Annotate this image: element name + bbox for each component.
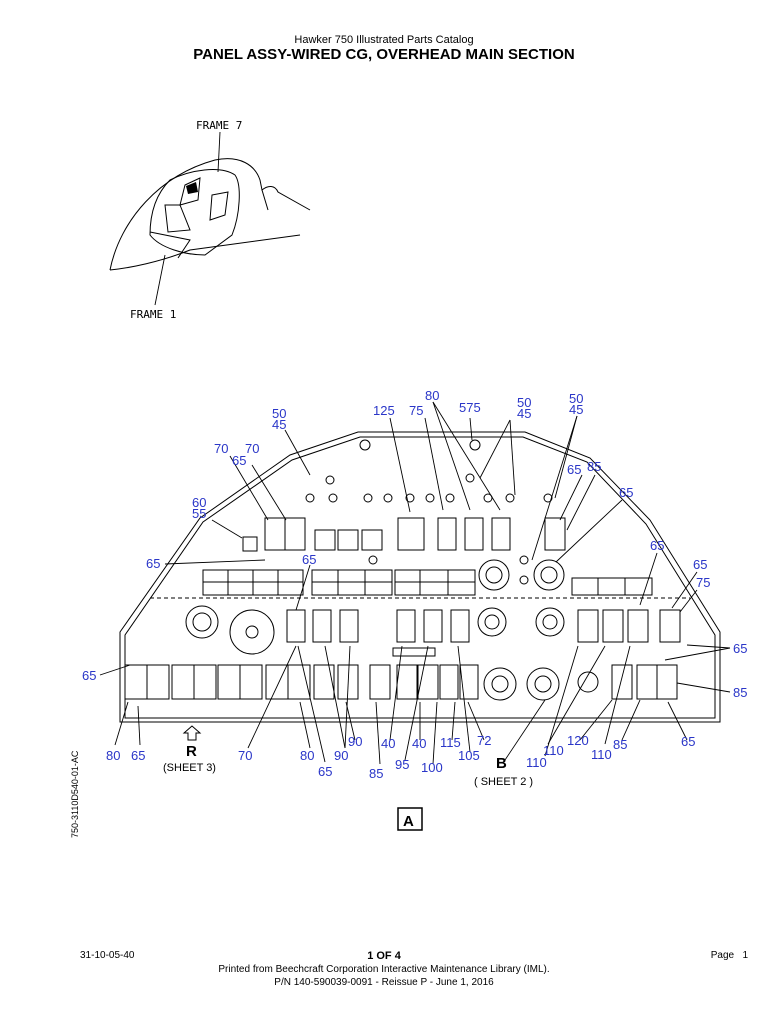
callout-50-left: 50 [272, 406, 286, 421]
part-number-line: P/N 140-590039-0091 - Reissue P - June 1… [274, 977, 494, 988]
callout-95: 95 [395, 757, 409, 772]
callout-55: 55 [192, 506, 206, 521]
callout-70-b: 70 [245, 441, 259, 456]
callout-120: 120 [567, 733, 589, 748]
printed-from-notice: Printed from Beechcraft Corporation Inte… [218, 964, 550, 975]
view-a-label: A [403, 813, 414, 830]
overhead-panel [119, 431, 721, 723]
callout-40-a: 40 [381, 736, 395, 751]
callout-80-bottom-b: 80 [300, 748, 314, 763]
view-b-reference: B ( SHEET 2 ) [474, 755, 533, 788]
callout-65-r4: 65 [693, 557, 707, 572]
annunciator-strip [202, 569, 653, 596]
callout-50-mid: 50 [517, 395, 531, 410]
callout-85-r1: 85 [587, 459, 601, 474]
callout-65-left: 65 [146, 556, 160, 571]
view-a-box: A [397, 807, 423, 831]
callout-65-bottom-b: 65 [318, 764, 332, 779]
callout-numbers: 80 125 75 575 50 45 50 45 50 45 70 70 65… [82, 388, 747, 781]
page-title: PANEL ASSY-WIRED CG, OVERHEAD MAIN SECTI… [193, 46, 575, 63]
callout-85-r2: 85 [733, 685, 747, 700]
callout-80-top: 80 [425, 388, 439, 403]
frame-7-label: FRAME 7 [196, 119, 242, 132]
callout-125: 125 [373, 403, 395, 418]
callout-65-r3: 65 [650, 538, 664, 553]
drawing-id: 750-3110D540-01-AC [70, 750, 80, 838]
callout-45-mid: 45 [517, 406, 531, 421]
view-r-label: R [186, 743, 197, 760]
leader-lines [99, 401, 731, 765]
callout-100: 100 [421, 760, 443, 775]
view-b-label: B [496, 755, 507, 772]
page-label: Page [710, 950, 735, 961]
fasteners-upper [305, 439, 553, 585]
callout-65-r1: 65 [567, 462, 581, 477]
callout-65-r5: 65 [733, 641, 747, 656]
callout-65-mid: 65 [302, 552, 316, 567]
catalog-name: Hawker 750 Illustrated Parts Catalog [294, 34, 474, 46]
callout-50-right: 50 [569, 391, 583, 406]
frame-1-label: FRAME 1 [130, 308, 176, 321]
callout-65-r2: 65 [619, 485, 633, 500]
middle-switches [286, 609, 681, 643]
callout-90-b: 90 [348, 734, 362, 749]
callout-110-c: 110 [591, 747, 612, 762]
callout-75-top: 75 [409, 403, 423, 418]
callout-70-bottom: 70 [238, 748, 252, 763]
callout-105: 105 [458, 748, 480, 763]
view-b-sheet: ( SHEET 2 ) [474, 776, 533, 788]
callout-85-bottom-b: 85 [613, 737, 627, 752]
callout-65-bottom-a: 65 [131, 748, 145, 763]
callout-60: 60 [192, 495, 206, 510]
callout-65-bottom-c: 65 [681, 734, 695, 749]
top-switches [242, 517, 566, 552]
doc-reference: 31-10-05-40 [80, 950, 135, 961]
page-indicator: Page 1 [711, 950, 748, 961]
callout-90-a: 90 [334, 748, 348, 763]
callout-45-left: 45 [272, 417, 286, 432]
callout-72: 72 [477, 733, 491, 748]
callout-80-bottom: 80 [106, 748, 120, 763]
callout-85-bottom: 85 [369, 766, 383, 781]
page-number: 1 [742, 950, 748, 961]
callout-65-a: 65 [232, 453, 246, 468]
callout-575: 575 [459, 400, 481, 415]
callout-45-right: 45 [569, 402, 583, 417]
callout-65-l2: 65 [82, 668, 96, 683]
callout-110-b: 110 [543, 743, 564, 758]
callout-110-a: 110 [526, 755, 547, 770]
aircraft-nose-sketch: FRAME 7 FRAME 1 [109, 119, 311, 321]
view-r-sheet: (SHEET 3) [163, 762, 216, 774]
callout-40-b: 40 [412, 736, 426, 751]
view-r-reference: R (SHEET 3) [163, 725, 216, 774]
callout-70-a: 70 [214, 441, 228, 456]
callout-75-r: 75 [696, 575, 710, 590]
callout-115: 115 [440, 735, 461, 750]
sheet-of: 1 OF 4 [367, 950, 401, 962]
knobs [185, 559, 599, 701]
